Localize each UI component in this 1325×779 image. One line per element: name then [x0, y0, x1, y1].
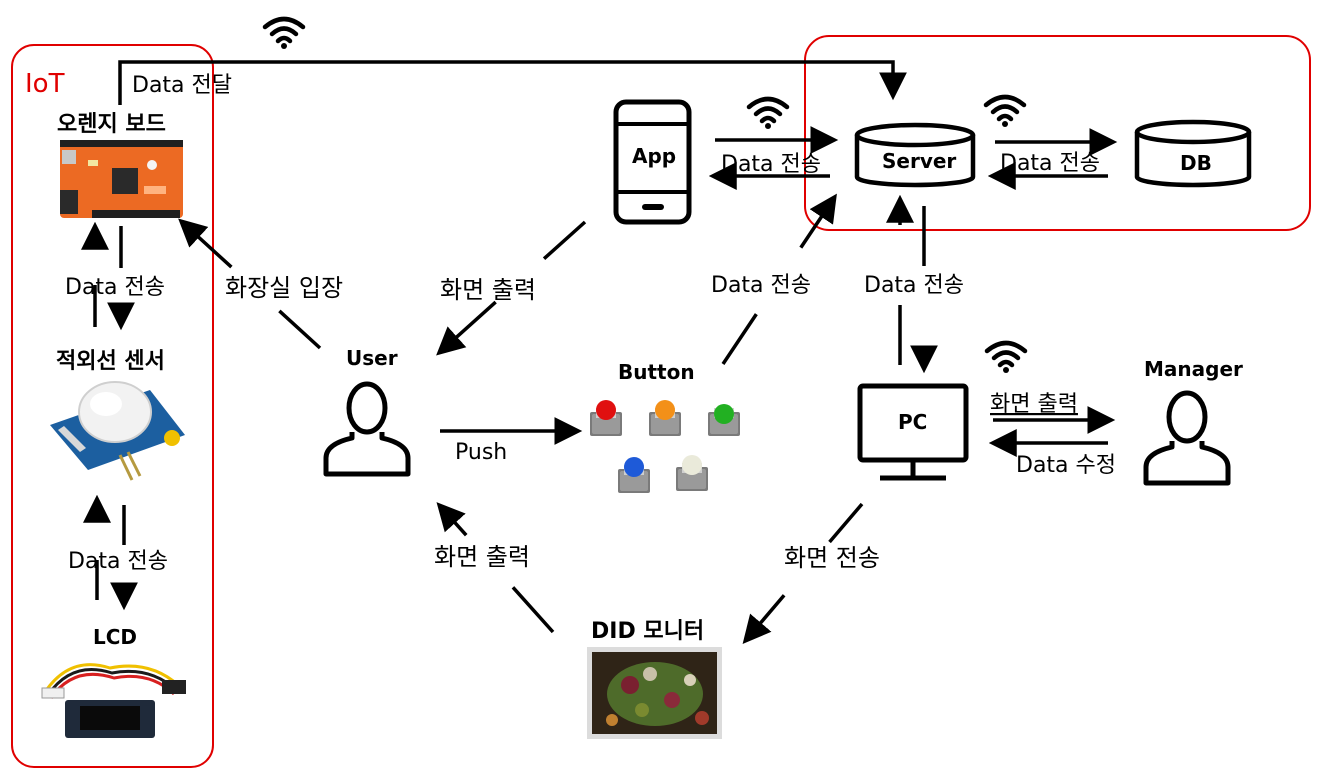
- edge-label-data-deliver: Data 전달: [132, 73, 232, 98]
- edge-label-board-sensor: Data 전송: [65, 275, 165, 300]
- edge-label-app-server: Data 전송: [721, 152, 821, 177]
- push-button-icon: [590, 400, 740, 493]
- pc-label: PC: [898, 410, 927, 434]
- edge-label-user-button: Push: [455, 440, 507, 465]
- button-label: Button: [618, 360, 695, 384]
- server-label: Server: [882, 149, 956, 173]
- wifi-icon: [749, 99, 787, 129]
- edge-app-user: [436, 220, 587, 356]
- ir-sensor-label: 적외선 센서: [56, 349, 165, 374]
- edge-pc-did: [742, 502, 864, 644]
- edge-label-sensor-lcd: Data 전송: [68, 549, 168, 574]
- user-label: User: [346, 346, 398, 370]
- edge-label-button-server: Data 전송: [711, 273, 811, 298]
- edge-did-user: [436, 502, 555, 634]
- edge-label-pc-manager: 화면 출력: [990, 392, 1078, 417]
- iot-group-frame: [11, 44, 214, 768]
- edge-user-board: [178, 218, 322, 350]
- edge-label-did-user: 화면 출력: [434, 543, 530, 571]
- app-label: App: [632, 144, 676, 168]
- server-group-frame: [804, 35, 1311, 231]
- edge-label-server-db: Data 전송: [1000, 151, 1100, 176]
- wifi-icon: [987, 343, 1025, 373]
- lcd-photo: [41, 663, 186, 738]
- wifi-icon: [265, 19, 303, 49]
- sensor-photo: [50, 381, 185, 481]
- food-photo: [587, 647, 722, 739]
- edge-button-server: [721, 193, 837, 365]
- edge-data-deliver: [118, 60, 907, 105]
- edge-label-app-user: 화면 출력: [440, 276, 536, 304]
- wifi-icon: [986, 97, 1024, 127]
- orange-board-label: 오렌지 보드: [57, 112, 166, 137]
- did-monitor-label: DID 모니터: [591, 619, 704, 644]
- database-icon: [1134, 119, 1252, 188]
- edge-label-manager-pc: Data 수정: [1016, 453, 1116, 478]
- board-photo: [60, 140, 183, 218]
- database-icon: [854, 122, 976, 188]
- edge-label-pc-did: 화면 전송: [784, 544, 880, 572]
- monitor-icon: [857, 383, 969, 481]
- edge-label-server-pc: Data 전송: [864, 273, 964, 298]
- lcd-label: LCD: [93, 625, 137, 649]
- edge-label-user-board: 화장실 입장: [225, 274, 343, 302]
- db-label: DB: [1180, 151, 1212, 175]
- iot-group-label: IoT: [25, 69, 65, 99]
- person-icon: [1146, 393, 1228, 483]
- person-icon: [326, 384, 408, 474]
- manager-label: Manager: [1144, 357, 1243, 381]
- smartphone-icon: [613, 99, 692, 225]
